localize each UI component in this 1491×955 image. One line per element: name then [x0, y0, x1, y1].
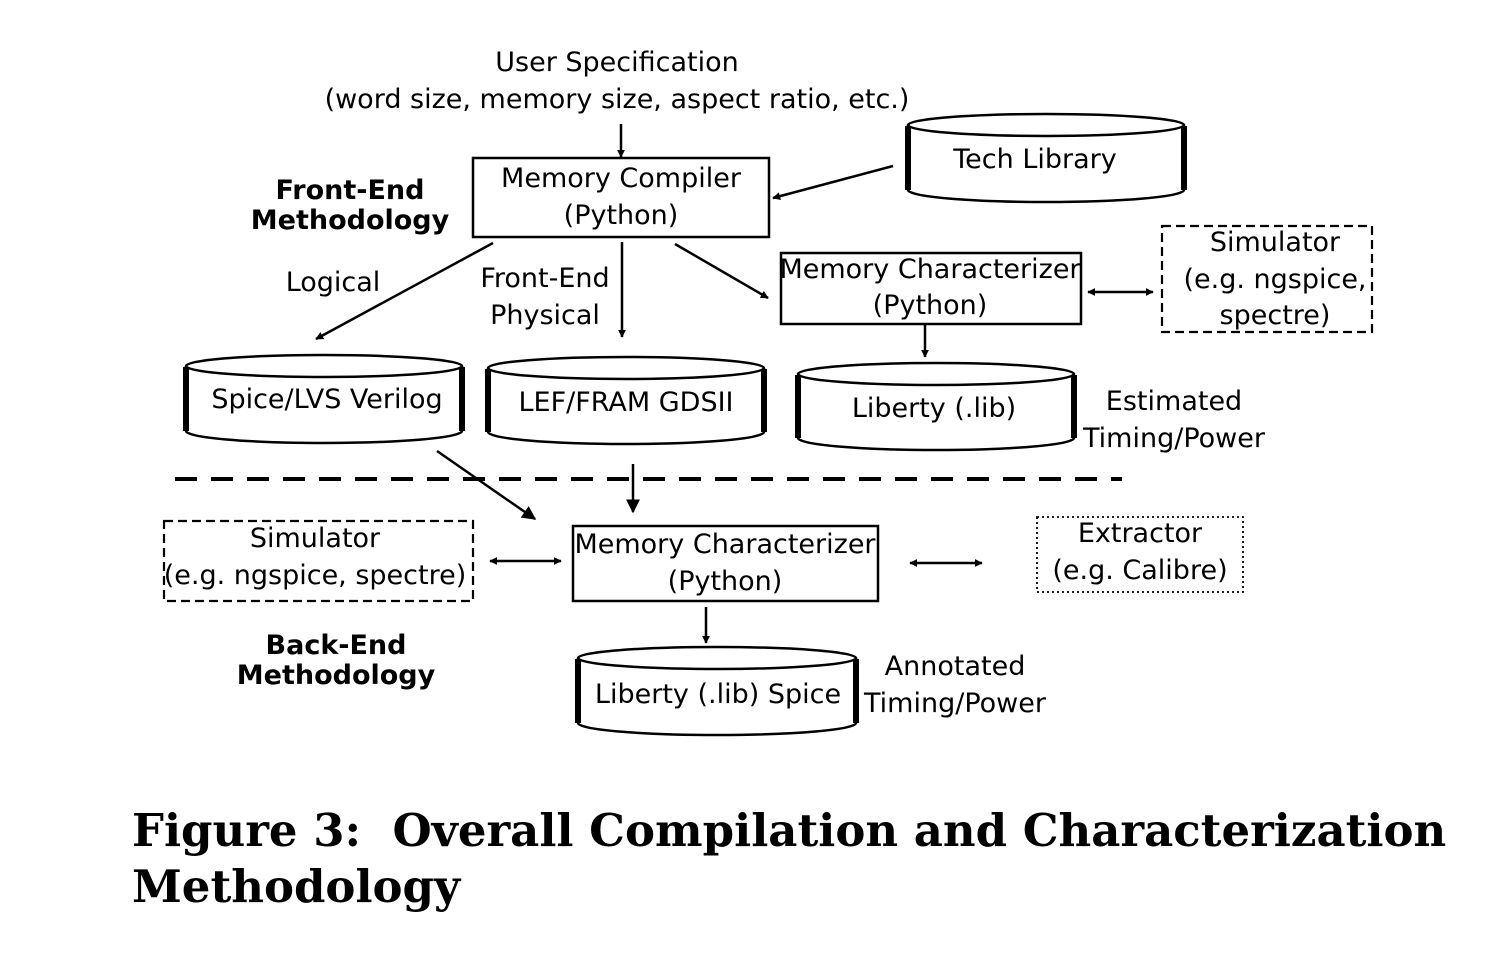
user-spec-detail: (word size, memory size, aspect ratio, e… [325, 84, 910, 115]
simulator-front-detail-2: spectre) [1220, 300, 1331, 331]
back-end-label-line1: Back-End [266, 630, 407, 661]
memory-characterizer-front-lang: (Python) [873, 290, 988, 321]
arrow-compiler-to-characterizer [674, 242, 769, 300]
simulator-front-detail-1: (e.g. ngspice, [1183, 264, 1366, 295]
memory-compiler-label: Memory Compiler [501, 163, 742, 194]
arrow-logical [315, 241, 494, 341]
edge-physical-label-1: Front-End [480, 263, 609, 294]
figure-caption-line1: Figure 3: Overall Compilation and Charac… [132, 804, 1446, 857]
front-end-label-line1: Front-End [276, 175, 425, 206]
liberty-front-cylinder: Liberty (.lib) [795, 361, 1077, 452]
extractor-box: Extractor (e.g. Calibre) [1036, 516, 1244, 593]
spice-lvs-verilog-label: Spice/LVS Verilog [211, 384, 442, 415]
simulator-back-label: Simulator [250, 523, 381, 554]
memory-characterizer-back-lang: (Python) [668, 566, 783, 597]
memory-characterizer-back-label: Memory Characterizer [574, 529, 876, 560]
tech-library-cylinder: Tech Library [905, 112, 1187, 204]
memory-compiler-box: Memory Compiler (Python) [471, 156, 771, 239]
simulator-back-detail: (e.g. ngspice, spectre) [164, 560, 467, 591]
user-spec-title: User Specification [495, 47, 738, 78]
spice-lvs-verilog-cylinder: Spice/LVS Verilog [183, 353, 465, 445]
arrow-verilog-to-characterizer [436, 449, 537, 521]
simulator-front-box: Simulator (e.g. ngspice, spectre) [1160, 224, 1374, 334]
lef-fram-gdsii-cylinder: LEF/FRAM GDSII [485, 355, 767, 446]
estimated-label-1: Estimated [1106, 386, 1242, 417]
simulator-front-label: Simulator [1210, 227, 1341, 258]
figure-caption-line2: Methodology [132, 860, 462, 913]
edge-physical-label-2: Physical [490, 300, 600, 331]
memory-characterizer-front-label: Memory Characterizer [779, 254, 1081, 285]
liberty-front-label: Liberty (.lib) [852, 393, 1016, 424]
memory-characterizer-front-box: Memory Characterizer (Python) [779, 251, 1083, 326]
back-end-label-line2: Methodology [237, 660, 436, 691]
memory-compiler-lang: (Python) [564, 200, 679, 231]
extractor-detail: (e.g. Calibre) [1052, 555, 1227, 586]
tech-library-label: Tech Library [952, 144, 1116, 175]
annotated-label-1: Annotated [885, 651, 1026, 682]
estimated-label-2: Timing/Power [1082, 423, 1266, 454]
liberty-back-label: Liberty (.lib) Spice [595, 679, 841, 710]
extractor-label: Extractor [1078, 518, 1203, 549]
memory-characterizer-back-box: Memory Characterizer (Python) [571, 524, 880, 603]
arrow-tech-to-compiler [772, 164, 894, 201]
front-end-label-line2: Methodology [251, 205, 450, 236]
simulator-back-box: Simulator (e.g. ngspice, spectre) [162, 519, 475, 603]
liberty-back-cylinder: Liberty (.lib) Spice [575, 645, 859, 737]
annotated-label-2: Timing/Power [863, 688, 1047, 719]
lef-fram-gdsii-label: LEF/FRAM GDSII [518, 387, 733, 418]
edge-logical-label: Logical [286, 267, 381, 298]
